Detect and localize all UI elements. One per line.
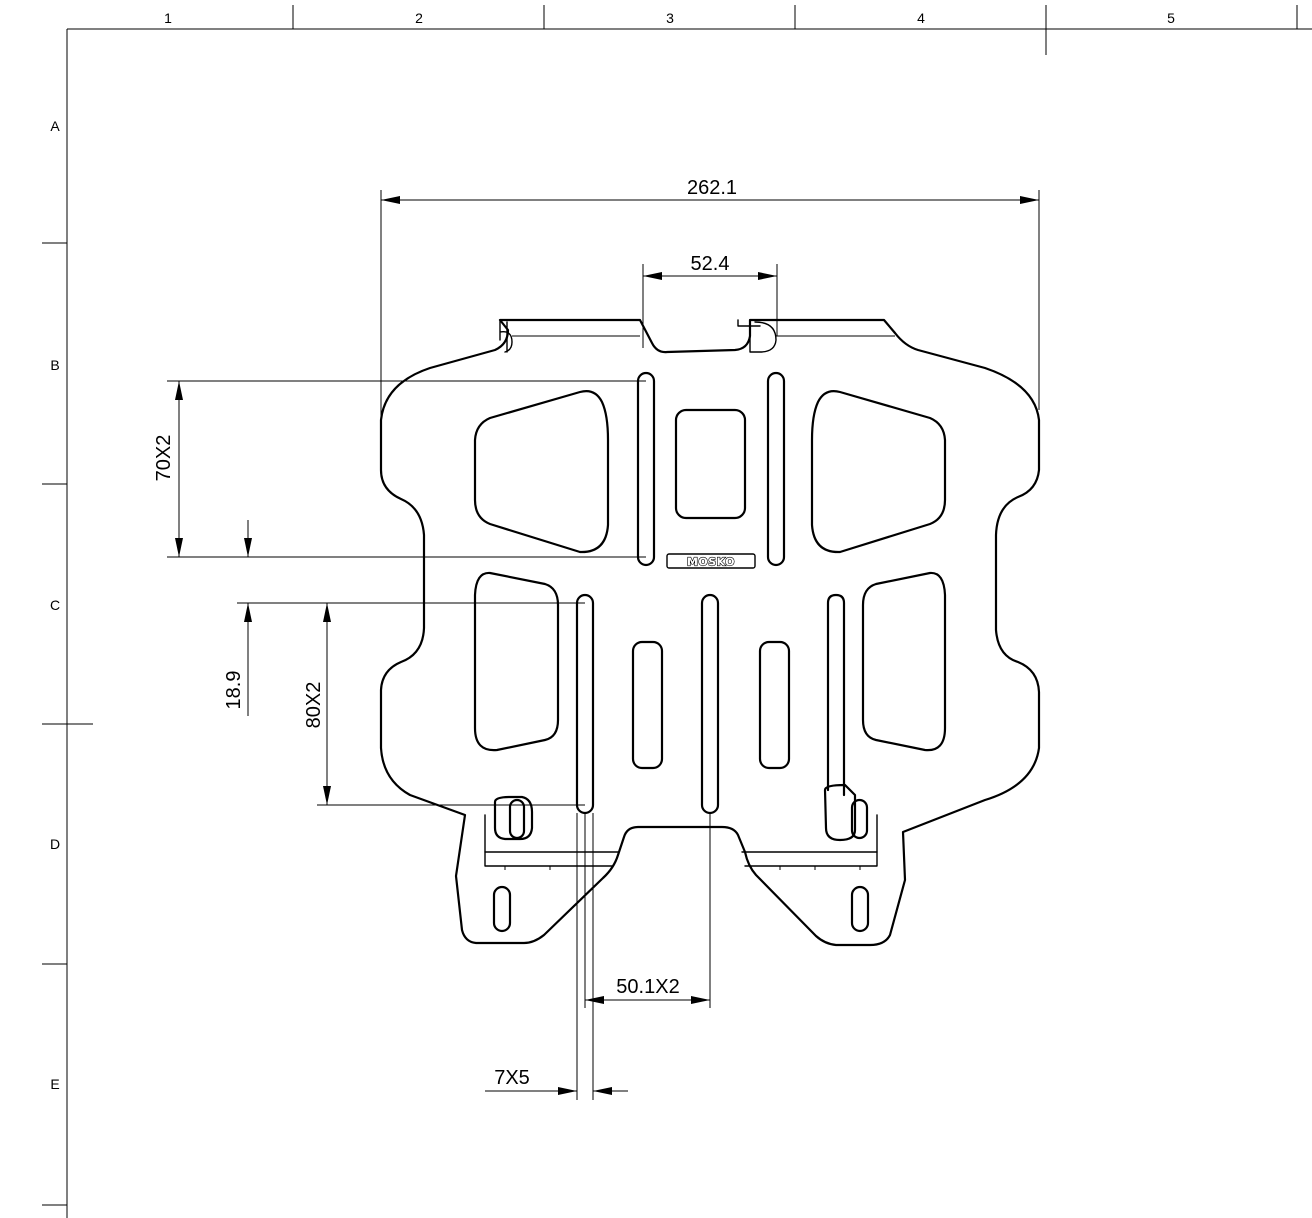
logo-plate xyxy=(666,553,756,569)
mount-hole xyxy=(492,885,512,933)
right-pin-hole xyxy=(850,798,869,840)
mount-hole xyxy=(850,885,870,933)
lower-slot xyxy=(700,593,720,815)
row-labels: A B C D E xyxy=(50,118,60,1092)
row-label: B xyxy=(50,357,59,373)
dim-lower-slot-length: 80X2 xyxy=(303,682,325,729)
dim-upper-slot-length: 70X2 xyxy=(153,435,175,482)
dim-top-notch: 52.4 xyxy=(691,253,730,275)
upper-slot xyxy=(636,371,656,567)
dimensions: 262.1 52.4 70X2 18.9 80X2 xyxy=(153,177,1040,1100)
lower-slot xyxy=(575,593,595,815)
upper-right-cutout xyxy=(810,390,947,554)
column-label: 3 xyxy=(666,10,674,26)
upper-left-cutout xyxy=(473,390,610,554)
row-label: A xyxy=(50,118,60,134)
skid-plate-outline xyxy=(379,318,1041,947)
left-pin-hole xyxy=(508,798,526,840)
logo-text: MOSKO xyxy=(687,556,735,569)
dim-overall-width: 262.1 xyxy=(687,177,737,199)
right-pin xyxy=(823,783,857,842)
row-label: D xyxy=(50,836,60,852)
dim-slot-spacing: 50.1X2 xyxy=(616,976,679,998)
lower-cutout xyxy=(631,640,664,770)
upper-slot xyxy=(766,371,786,567)
left-hook xyxy=(499,319,513,353)
drawing-frame xyxy=(42,5,1312,1218)
upper-center-cutout xyxy=(674,408,747,520)
lower-left-cutout xyxy=(473,571,560,752)
row-label: E xyxy=(50,1076,59,1092)
dim-slot-width: 7X5 xyxy=(494,1067,530,1089)
right-hook xyxy=(737,319,777,353)
left-pin xyxy=(493,795,534,841)
column-label: 4 xyxy=(917,10,925,26)
column-labels: 1 2 3 4 5 xyxy=(164,10,1175,26)
column-label: 1 xyxy=(164,10,172,26)
lower-slot xyxy=(826,593,846,797)
column-label: 2 xyxy=(415,10,423,26)
column-label: 5 xyxy=(1167,10,1175,26)
dim-slot-gap: 18.9 xyxy=(223,671,245,710)
lower-cutout xyxy=(758,640,791,770)
lower-right-cutout xyxy=(861,571,947,752)
row-label: C xyxy=(50,597,60,613)
